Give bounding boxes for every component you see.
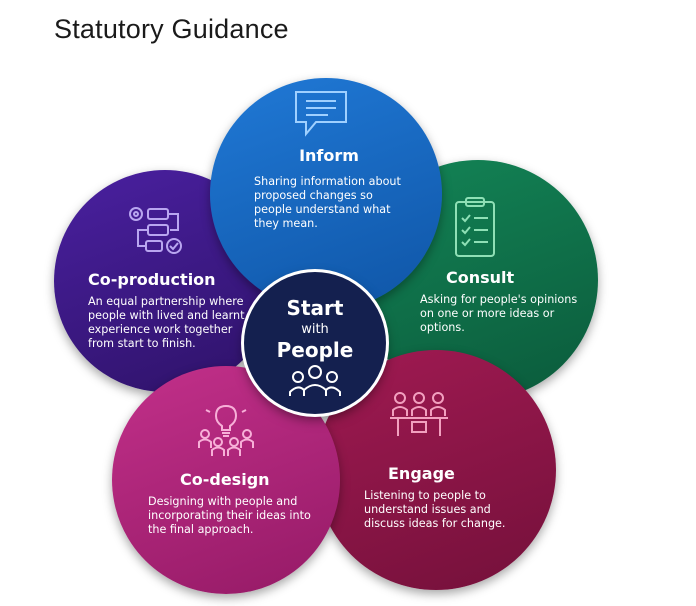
process-flow-icon	[129, 207, 182, 254]
inform-title: Inform	[299, 146, 359, 165]
coproduction-title: Co-production	[88, 270, 216, 289]
engage-title: Engage	[388, 464, 455, 483]
codesign-title: Co-design	[180, 470, 270, 489]
center-line-with: with	[301, 322, 329, 337]
center-line-people: People	[276, 338, 354, 362]
lightbulb-people-icon	[198, 404, 254, 456]
center-start-with-people: Start with People	[244, 272, 386, 414]
center-line-start: Start	[286, 296, 344, 320]
meeting-table-icon	[390, 392, 448, 436]
consult-description: Asking for people's opinions on one or m…	[420, 293, 578, 334]
page-title: Statutory Guidance	[54, 14, 289, 44]
inform-description: Sharing information about proposed chang…	[254, 175, 401, 230]
people-group-icon	[289, 365, 341, 396]
petal-inform: Inform Sharing information about propose…	[210, 78, 442, 310]
codesign-description: Designing with people and incorporating …	[148, 495, 311, 536]
engage-description: Listening to people to understand issues…	[364, 489, 506, 530]
coproduction-description: An equal partnership where people with l…	[88, 295, 245, 350]
consult-title: Consult	[446, 268, 515, 287]
speech-bubble-icon	[295, 91, 347, 137]
clipboard-checklist-icon	[455, 197, 495, 257]
